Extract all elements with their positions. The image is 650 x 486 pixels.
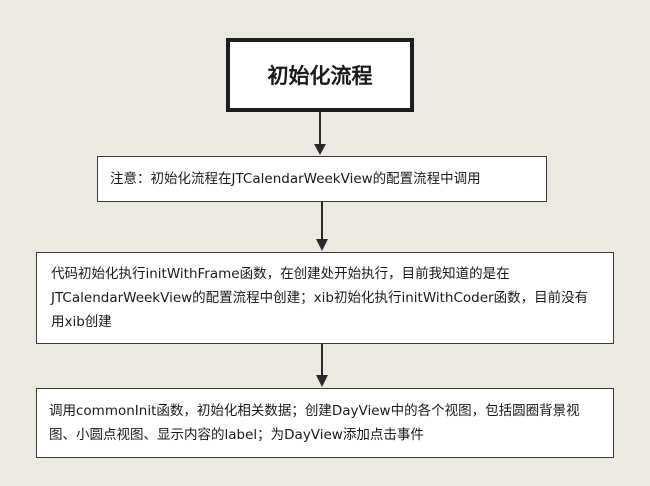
common-init-node: 调用commonInit函数，初始化相关数据；创建DayView中的各个视图，包… (36, 388, 614, 458)
code-init-node: 代码初始化执行initWithFrame函数，在创建处开始执行，目前我知道的是在… (36, 252, 614, 344)
note-node-text: 注意：初始化流程在JTCalendarWeekView的配置流程中调用 (110, 171, 481, 187)
arrow-code-init-to-common-init (316, 344, 328, 387)
arrow-note-to-code-init (316, 202, 328, 251)
start-node-label: 初始化流程 (267, 64, 373, 88)
code-init-node-text: 代码初始化执行initWithFrame函数，在创建处开始执行，目前我知道的是在… (51, 266, 589, 330)
start-node: 初始化流程 (226, 38, 414, 112)
arrow-start-to-note (314, 112, 326, 155)
note-node: 注意：初始化流程在JTCalendarWeekView的配置流程中调用 (97, 156, 547, 202)
common-init-node-text: 调用commonInit函数，初始化相关数据；创建DayView中的各个视图，包… (49, 403, 580, 443)
